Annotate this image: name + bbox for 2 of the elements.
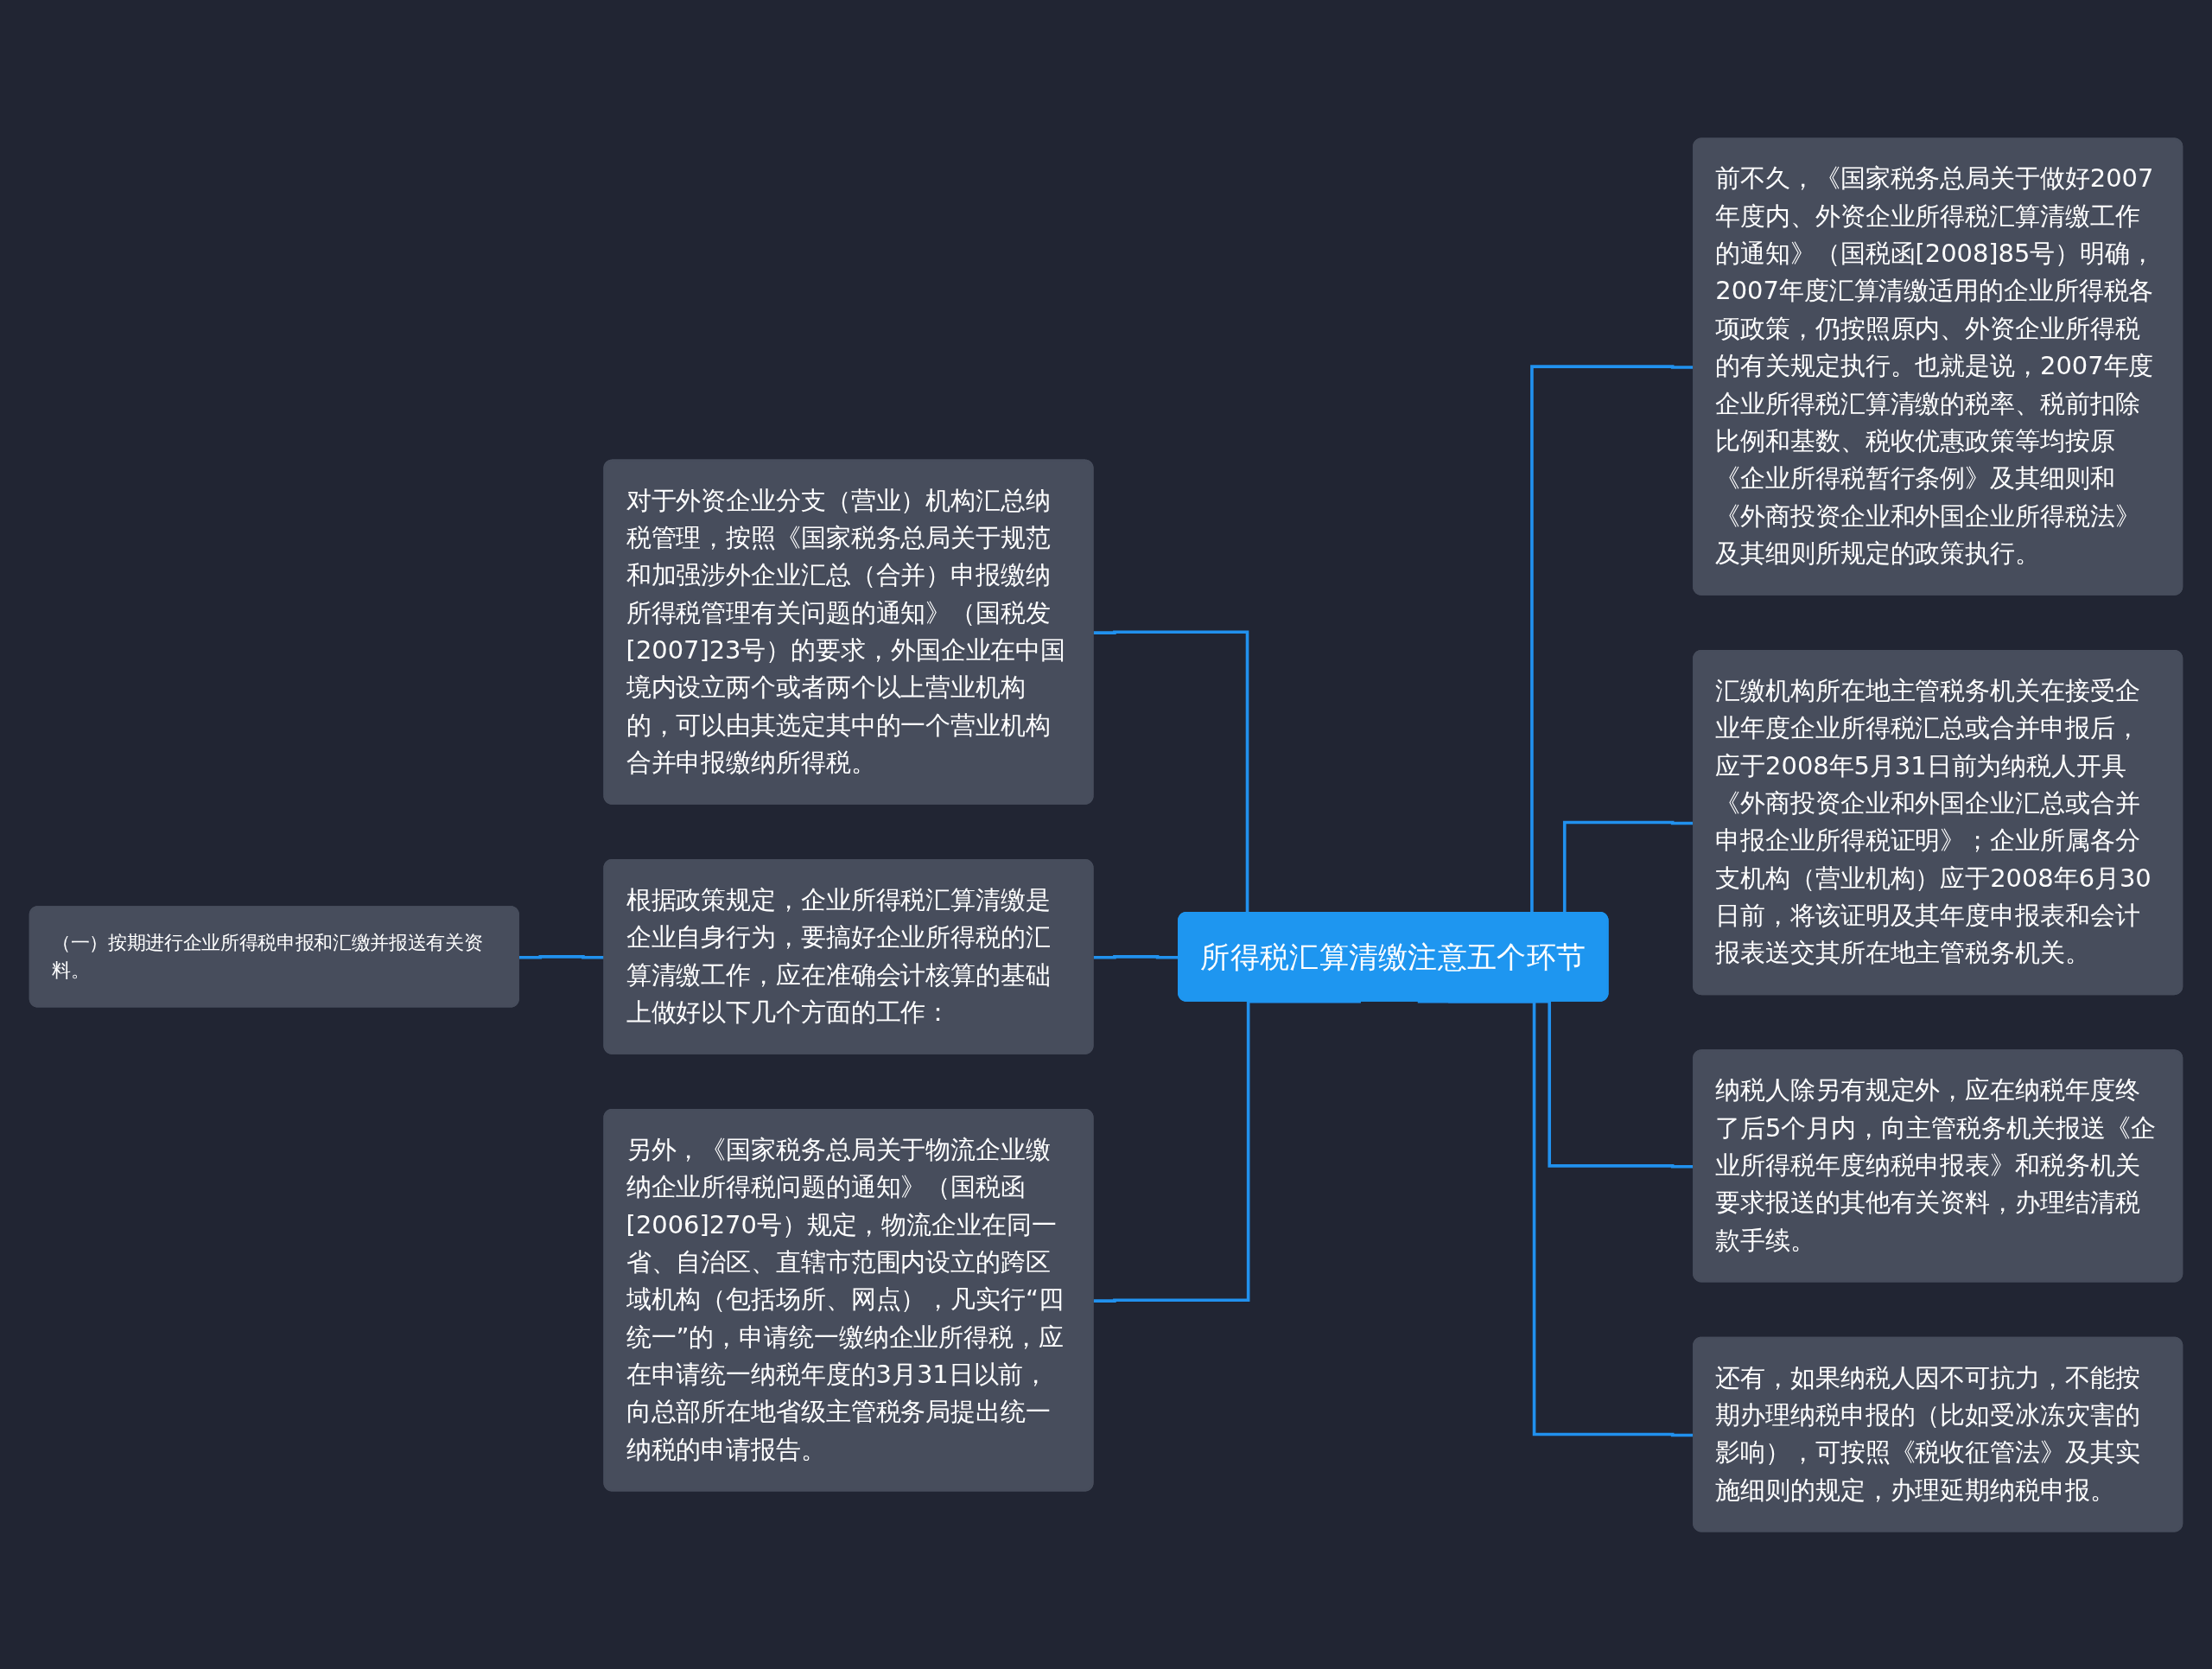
connector xyxy=(1417,999,1694,1436)
connector xyxy=(1093,999,1361,1303)
